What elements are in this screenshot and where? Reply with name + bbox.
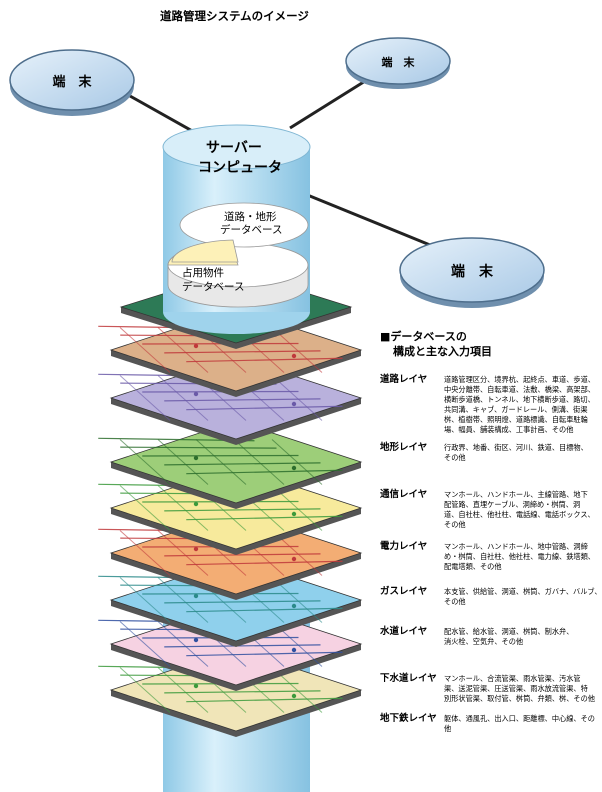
layer-description-line: め・桝筒、自社柱、他社柱、電力線、鉄塔類、 (444, 552, 595, 561)
layer-description-line: その他 (444, 520, 466, 529)
layer-description-line: マンホール、ハンドホール、主線管路、地下 (444, 490, 588, 499)
layer-plate (98, 308, 363, 397)
layer-description-line: 横断歩道橋、トンネル、地下横断歩道、路切、 (444, 395, 595, 404)
database-disc: 道路・地形 データベース 占用物件 データベース (167, 202, 309, 308)
server-label-line1: サーバー (206, 140, 262, 156)
layer-description-line: その他 (444, 597, 466, 606)
terminal-left-label: 端 末 (52, 74, 92, 90)
layer-legend-list: 道路レイヤ 道路管理区分、境界杭、起終点、車道、歩道、中央分離帯、自転車道、法敷、… (380, 373, 602, 733)
diagram-title: 道路管理システムのイメージ (160, 9, 309, 23)
db-road-line2: データベース (220, 223, 282, 236)
layer-description-line: 別形状管渠、取付管、桝筒、弁類、桝、その他 (444, 694, 595, 703)
server-label-line2: コンピュータ (198, 160, 282, 176)
db-occupancy-line2: データベース (182, 280, 244, 293)
layer-description-line: 他 (444, 724, 451, 733)
layer-name: ガスレイヤ (380, 585, 427, 597)
layer-description-line: その他 (444, 453, 466, 462)
layer-name: 下水道レイヤ (380, 672, 437, 684)
layer-name: 通信レイヤ (380, 488, 427, 500)
layer-description-line: 躯体、通風孔、出入口、距離標、中心線、その (444, 714, 595, 723)
layer-name: 地形レイヤ (380, 441, 427, 453)
server-cylinder: サーバー コンピュータ 道路・地形 データベース 占用物件 データベース (162, 124, 311, 334)
layer-description-line: 場、幅員、舗装構成、工事計画、その他 (444, 425, 573, 434)
layer-description-line: 本支管、供給管、洞道、桝筒、ガバナ、バルブ、 (444, 587, 602, 596)
layer-description-line: 桝、植樹帯、照明燈、道路標識、自転車駐輪 (444, 415, 588, 424)
terminal-right: 端 末 (399, 237, 545, 308)
layer-description-line: 配電塔類、その他 (444, 562, 502, 571)
layer-description-line: 中央分離帯、自転車道、法敷、橋梁、高架部、 (444, 385, 595, 394)
db-occupancy-line1: 占用物件 (182, 266, 224, 279)
layer-description-line: 消火栓、空気弁、その他 (444, 637, 523, 646)
terminal-right-label: 端 末 (451, 263, 494, 280)
layer-description-line: マンホール、ハンドホール、地中管路、洞締 (444, 542, 588, 551)
terminal-left: 端 末 (9, 49, 135, 116)
layer-name: 水道レイヤ (380, 625, 427, 637)
layer-plates (98, 270, 363, 737)
legend-heading-line2: 構成と主な入力項目 (393, 344, 492, 358)
layer-description-line: マンホール、合流管渠、雨水管渠、汚水管 (444, 674, 581, 683)
layer-description-line: 配水管、給水管、洞道、桝筒、制水弁、 (444, 627, 573, 636)
terminal-top-right: 端 末 (345, 37, 451, 89)
layer-name: 電力レイヤ (380, 540, 427, 552)
legend-heading-line1: ■データベースの (380, 329, 467, 343)
layer-description-line: 渠、送泥管渠、圧送管渠、雨水放流管渠、特 (444, 684, 588, 693)
db-road-line1: 道路・地形 (224, 210, 277, 223)
layer-plate (98, 420, 363, 509)
layer-name: 地下鉄レイヤ (380, 712, 437, 724)
layer-description-line: 行政界、地番、街区、河川、鉄道、目標物、 (444, 443, 588, 452)
layer-name: 道路レイヤ (380, 373, 427, 385)
layer-description-line: 配管路、直埋ケーブル、洞締め・桝筒、洞 (444, 500, 580, 509)
layer-description-line: 道路管理区分、境界杭、起終点、車道、歩道、 (444, 375, 595, 384)
terminal-top-right-label: 端 末 (382, 55, 416, 69)
layer-description-line: 共同溝、キャブ、ガードレール、側溝、街渠 (444, 405, 588, 414)
layer-description-line: 道、自社柱、他社柱、電話線、電話ボックス、 (444, 510, 595, 519)
